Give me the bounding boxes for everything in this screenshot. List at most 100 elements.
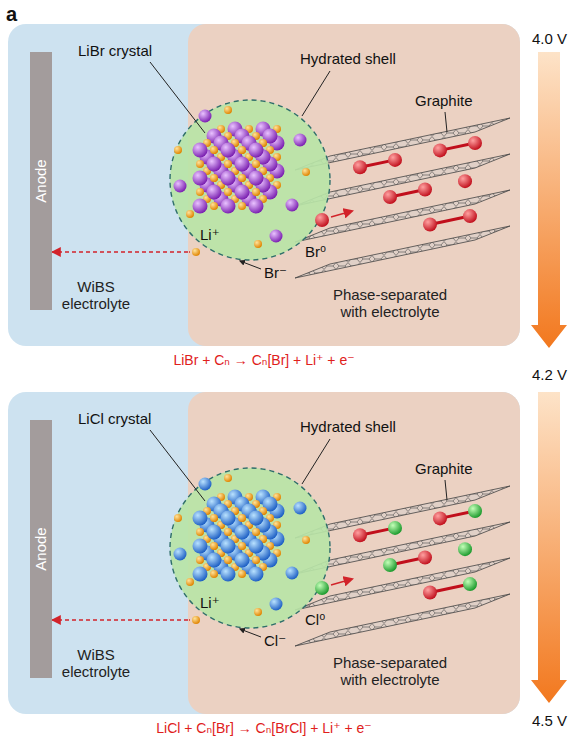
lithium-ion bbox=[252, 188, 260, 196]
phase-separated-region bbox=[188, 24, 520, 346]
anion bbox=[221, 539, 236, 554]
leader-line bbox=[445, 112, 447, 132]
part-label: LiCl crystal bbox=[78, 410, 151, 428]
lithium-ion bbox=[238, 542, 246, 550]
lithium-ion bbox=[224, 556, 232, 564]
bromine-atom bbox=[418, 551, 432, 565]
anion bbox=[174, 548, 187, 561]
anion bbox=[286, 199, 299, 212]
anion bbox=[193, 567, 208, 582]
anion bbox=[249, 171, 264, 186]
voltage-label: 4.2 V bbox=[532, 366, 567, 384]
ion-label: Br⁻ bbox=[264, 264, 287, 282]
chlorine-atom bbox=[463, 577, 477, 591]
anion bbox=[294, 502, 307, 515]
lithium-ion bbox=[252, 528, 260, 536]
lithium-ion bbox=[224, 160, 232, 168]
anode-bar: Anode bbox=[30, 420, 52, 678]
leader-line bbox=[240, 629, 261, 637]
lithium-ion bbox=[224, 160, 232, 168]
part-label: Graphite bbox=[415, 92, 473, 110]
reaction-equation: LiCl + Cₙ[Br] → Cₙ[BrCl] + Li⁺ + e⁻ bbox=[8, 720, 520, 737]
anion bbox=[193, 143, 208, 158]
hydrated-shell bbox=[170, 100, 330, 260]
lithium-ion bbox=[224, 528, 232, 536]
anion bbox=[235, 553, 250, 568]
leader-line bbox=[302, 71, 330, 116]
lithium-ion bbox=[174, 146, 182, 154]
reaction-equation: LiBr + Cₙ → Cₙ[Br] + Li⁺ + e⁻ bbox=[8, 352, 520, 369]
lithium-ion bbox=[254, 608, 262, 616]
anion bbox=[207, 185, 222, 200]
lithium-ion bbox=[192, 616, 200, 624]
bromine-atom bbox=[418, 183, 432, 197]
neutral-atom bbox=[315, 581, 329, 595]
neutral-atom bbox=[315, 213, 329, 227]
anion bbox=[235, 157, 250, 172]
chlorine-atom bbox=[383, 558, 397, 572]
anion bbox=[221, 143, 236, 158]
part-label: LiBr crystal bbox=[78, 42, 152, 60]
bromine-atom bbox=[423, 586, 437, 600]
lithium-ion bbox=[210, 542, 218, 550]
graphite-sheet bbox=[295, 594, 510, 646]
graphite-mesh bbox=[295, 594, 510, 646]
anion bbox=[221, 171, 236, 186]
chlorine-atom bbox=[388, 521, 402, 535]
region-label: WiBS electrolyte bbox=[46, 646, 146, 681]
ion-label: Cl⁻ bbox=[264, 632, 286, 650]
anion bbox=[249, 143, 264, 158]
ion-path bbox=[189, 251, 190, 252]
lithium-ion bbox=[302, 536, 310, 544]
bromine-atom bbox=[433, 143, 447, 157]
lithium-ion bbox=[224, 188, 232, 196]
lithium-ion bbox=[238, 202, 246, 210]
lithium-ion bbox=[238, 542, 246, 550]
bromine-atom bbox=[383, 190, 397, 204]
anion bbox=[221, 511, 236, 526]
lithium-ion bbox=[210, 174, 218, 182]
phase-region: Phase-separated with electrolyte bbox=[188, 24, 520, 346]
anion bbox=[193, 539, 208, 554]
anion bbox=[235, 185, 250, 200]
anion bbox=[249, 143, 264, 158]
bromine-atom bbox=[463, 209, 477, 223]
anion bbox=[207, 525, 222, 540]
anion bbox=[221, 143, 236, 158]
lithium-ion bbox=[192, 248, 200, 256]
anion bbox=[221, 171, 236, 186]
voltage-label: 4.5 V bbox=[532, 712, 567, 730]
lithium-ion bbox=[252, 160, 260, 168]
anode-label: Anode bbox=[32, 527, 49, 570]
voltage-arrow bbox=[531, 52, 567, 348]
lithium-ion bbox=[224, 188, 232, 196]
leader-line bbox=[240, 261, 261, 269]
part-label: Hydrated shell bbox=[300, 418, 396, 436]
part-label: Graphite bbox=[415, 460, 473, 478]
anion bbox=[235, 525, 250, 540]
lithium-ion bbox=[238, 514, 246, 522]
anion bbox=[207, 525, 222, 540]
anion bbox=[207, 553, 222, 568]
leader-line bbox=[445, 480, 447, 500]
anion bbox=[249, 511, 264, 526]
region-label: WiBS electrolyte bbox=[46, 278, 146, 313]
insertion-arrow bbox=[331, 579, 352, 585]
hydrated-shell bbox=[170, 468, 330, 628]
voltage-label: 4.0 V bbox=[532, 30, 567, 48]
lithium-ion bbox=[210, 146, 218, 154]
lithium-ion bbox=[196, 528, 204, 536]
lithium-ion bbox=[210, 514, 218, 522]
anion bbox=[270, 230, 283, 243]
anode-label: Anode bbox=[32, 159, 49, 202]
ion-label: Li⁺ bbox=[200, 594, 220, 612]
ion-label: Cl⁰ bbox=[303, 611, 327, 629]
anion bbox=[249, 511, 264, 526]
lithium-ion bbox=[186, 210, 194, 218]
anion bbox=[193, 199, 208, 214]
lithium-ion bbox=[238, 514, 246, 522]
leader-line bbox=[150, 430, 205, 501]
ion-migration-arrow bbox=[52, 619, 188, 620]
lithium-ion bbox=[210, 570, 218, 578]
